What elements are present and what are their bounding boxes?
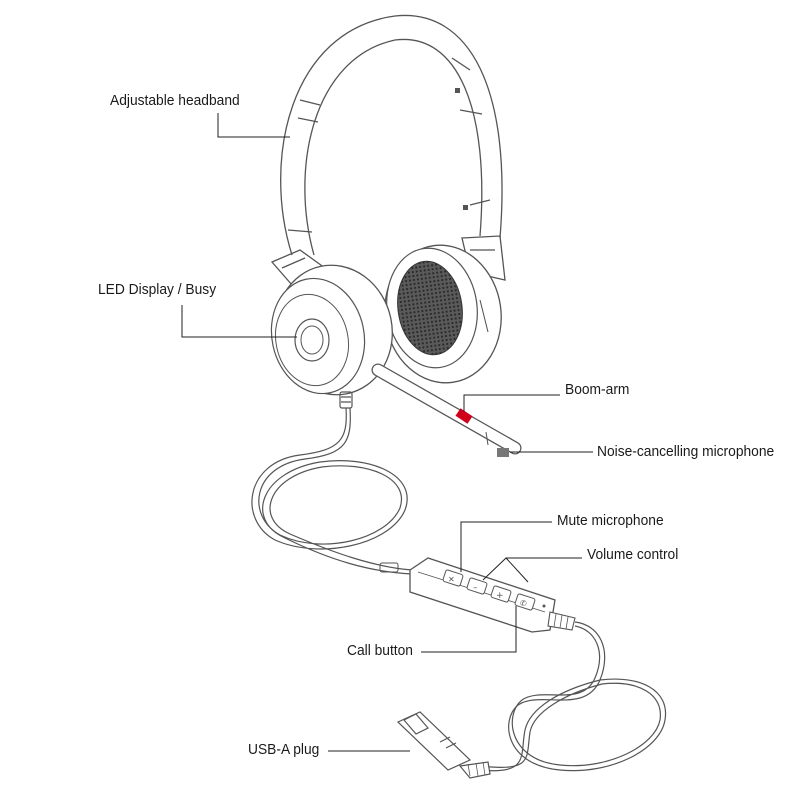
volume-down-key	[466, 577, 488, 595]
headband-marker	[463, 205, 468, 210]
leader-headband	[217, 113, 290, 138]
leader-call	[421, 606, 517, 653]
cable-ferrule	[379, 562, 399, 573]
headband-shape	[280, 14, 503, 256]
microphone-tip	[497, 448, 509, 457]
usb-plug	[396, 711, 491, 779]
leader-boom	[463, 394, 560, 412]
svg-text:+: +	[496, 591, 504, 601]
label-usb-a-plug: USB-A plug	[248, 741, 320, 758]
mute-key	[442, 569, 464, 587]
label-call-button: Call button	[347, 642, 413, 659]
label-boom-arm: Boom-arm	[565, 381, 630, 398]
call-key	[514, 593, 536, 611]
label-noise-cancelling-microphone: Noise-cancelling microphone	[597, 443, 775, 460]
leader-led	[181, 305, 297, 338]
svg-text:✆: ✆	[520, 599, 527, 608]
leader-mute	[460, 521, 552, 572]
label-adjustable-headband: Adjustable headband	[110, 92, 240, 109]
headset-cable	[251, 407, 413, 575]
svg-text:–: –	[473, 583, 478, 593]
speaker-mesh	[397, 260, 463, 356]
label-led-display: LED Display / Busy	[98, 281, 217, 298]
boom-stripe	[455, 408, 473, 424]
label-volume-control: Volume control	[587, 546, 679, 563]
right-ear-cup	[384, 244, 502, 384]
boom-arm	[371, 363, 522, 457]
label-mute-microphone: Mute microphone	[557, 512, 664, 529]
leader-lines	[181, 113, 593, 752]
inline-controller: ✕ – + ✆	[409, 557, 576, 633]
leader-volume	[482, 557, 582, 583]
volume-up-key	[490, 585, 512, 603]
svg-text:✕: ✕	[448, 575, 455, 584]
left-ear-cup	[270, 264, 393, 396]
headband-marker	[455, 88, 460, 93]
usb-cable	[479, 621, 667, 772]
